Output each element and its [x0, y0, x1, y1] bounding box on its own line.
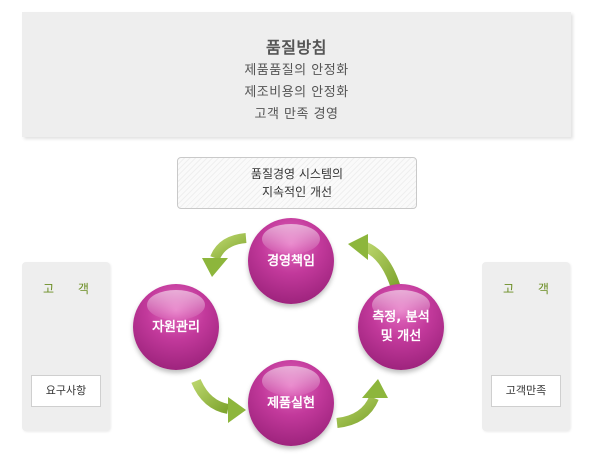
satisfaction-tag: 고객만족: [491, 375, 561, 407]
policy-line-cost: 제조비용의 안정화: [244, 85, 349, 100]
policy-title: 품질방침: [266, 38, 327, 57]
policy-list: 제품품질의 안정화 제조비용의 안정화 고객 만족 경영: [22, 60, 571, 126]
product-realization-node: 제품실현: [248, 360, 334, 446]
measurement-analysis-line-1: 측정, 분석: [372, 310, 430, 325]
improvement-line-2: 지속적인 개선: [261, 185, 333, 199]
measurement-analysis-label: 측정, 분석 및 개선: [372, 308, 429, 346]
measurement-analysis-node: 측정, 분석 및 개선: [358, 284, 444, 370]
improvement-line-1: 품질경영 시스템의: [250, 167, 344, 181]
customer-panel-right: 고 객 고객만족: [482, 262, 570, 431]
arrow-left-to-bottom-icon: [191, 378, 246, 423]
measurement-analysis-line-2: 및 개선: [380, 329, 422, 344]
resource-management-label: 자원관리: [152, 319, 200, 335]
arrow-right-to-top-icon: [348, 234, 401, 290]
policy-line-product-quality: 제품품질의 안정화: [244, 63, 349, 78]
arrow-bottom-to-right-icon: [336, 379, 388, 428]
resource-management-node: 자원관리: [133, 284, 219, 370]
customer-panel-left: 고 객 요구사항: [22, 262, 110, 431]
product-realization-label: 제품실현: [267, 395, 315, 411]
policy-line-customer: 고객 만족 경영: [254, 107, 339, 122]
management-responsibility-node: 경영책임: [248, 218, 334, 304]
requirements-tag: 요구사항: [31, 375, 101, 407]
customer-label-right: 고 객: [503, 282, 559, 296]
arrow-top-to-left-icon: [202, 233, 247, 277]
management-responsibility-label: 경영책임: [267, 253, 315, 269]
customer-label-left: 고 객: [43, 282, 99, 296]
quality-policy-box: 품질방침 제품품질의 안정화 제조비용의 안정화 고객 만족 경영: [22, 12, 571, 137]
continuous-improvement-box: 품질경영 시스템의 지속적인 개선: [177, 157, 417, 209]
